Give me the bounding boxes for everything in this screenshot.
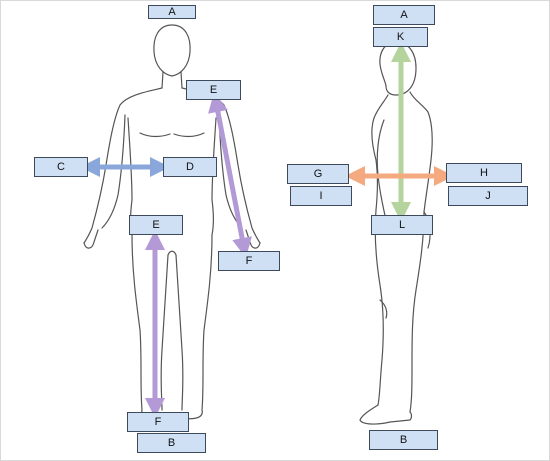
side-left-lower-label[interactable]: I bbox=[290, 186, 352, 206]
side-right-upper-label[interactable]: H bbox=[446, 163, 522, 183]
front-side-left-label[interactable]: C bbox=[34, 157, 88, 177]
side-bottom-label[interactable]: B bbox=[369, 430, 438, 450]
front-foot-label[interactable]: F bbox=[127, 412, 189, 432]
arrow-e-f-arm bbox=[208, 92, 252, 258]
front-thigh-label[interactable]: E bbox=[129, 215, 183, 235]
side-hip-label[interactable]: L bbox=[371, 215, 433, 235]
front-side-right-label[interactable]: D bbox=[163, 157, 217, 177]
side-top-label[interactable]: A bbox=[373, 5, 435, 25]
side-right-lower-label[interactable]: J bbox=[448, 186, 528, 206]
side-left-upper-label[interactable]: G bbox=[287, 164, 349, 184]
side-head-label[interactable]: K bbox=[373, 27, 428, 47]
front-top-label[interactable]: A bbox=[148, 5, 196, 19]
front-hand-label[interactable]: F bbox=[218, 251, 280, 271]
side-body-outline bbox=[359, 41, 433, 425]
front-shoulder-label[interactable]: E bbox=[186, 80, 241, 100]
front-bottom-label[interactable]: B bbox=[137, 433, 206, 453]
